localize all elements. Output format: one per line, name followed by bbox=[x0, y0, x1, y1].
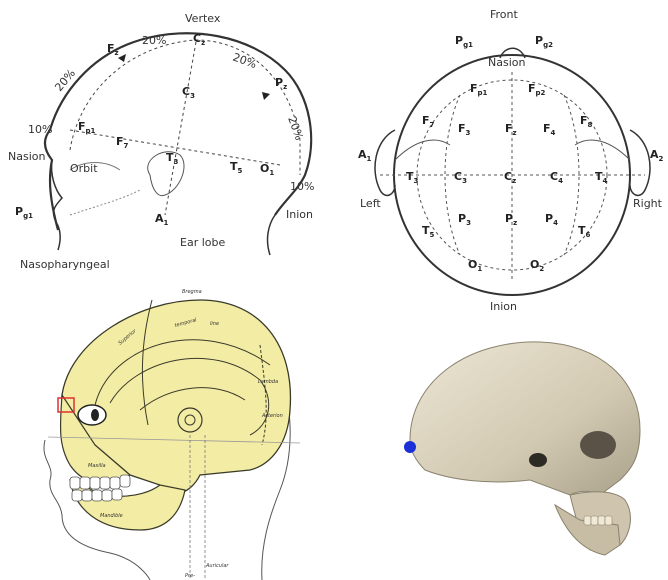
skull-cranium bbox=[410, 342, 640, 495]
electrode-t5: T5 bbox=[230, 160, 243, 175]
right-ear bbox=[630, 130, 650, 195]
electrode-a2: A2 bbox=[650, 148, 664, 163]
electrode-c3: C3 bbox=[454, 170, 467, 185]
label-inion: Inion bbox=[490, 300, 517, 313]
skull-anatomy-illustration: Bregma Superior temporal line Lambda Max… bbox=[0, 285, 330, 580]
label-nasion: Nasion bbox=[488, 56, 525, 69]
label-right: Right bbox=[633, 197, 663, 210]
electrode-p3: P3 bbox=[458, 212, 471, 227]
label-asterion: Asterion bbox=[261, 413, 283, 419]
top-view-eeg-diagram: Front Nasion Inion Left Right Pg1 Pg2 Fp… bbox=[340, 0, 668, 320]
electrode-f7: F7 bbox=[422, 114, 435, 129]
label-nasopharyngeal: Nasopharyngeal bbox=[20, 258, 110, 271]
electrode-c3: C3 bbox=[182, 85, 195, 100]
electrode-fp1: Fp1 bbox=[78, 120, 96, 135]
teeth bbox=[70, 475, 130, 501]
electrode-f4: F4 bbox=[543, 122, 556, 137]
label-lambda: Lambda bbox=[258, 379, 278, 385]
skull-photo bbox=[340, 320, 668, 580]
label-front: Front bbox=[490, 8, 519, 21]
electrode-o1: O1 bbox=[468, 258, 482, 273]
electrode-fp2: Fp2 bbox=[528, 82, 546, 97]
label-maxilla: Maxilla bbox=[88, 463, 106, 469]
left-ear bbox=[375, 130, 395, 195]
electrode-a1: A1 bbox=[155, 212, 169, 227]
coronal-line bbox=[165, 42, 196, 215]
electrode-t5: T5 bbox=[422, 224, 435, 239]
electrode-c4: C4 bbox=[550, 170, 563, 185]
electrode-pz: Pz bbox=[505, 212, 517, 227]
electrode-fp1: Fp1 bbox=[470, 82, 488, 97]
label-orbit: Orbit bbox=[70, 162, 98, 175]
ear-hole bbox=[529, 453, 547, 467]
right-temporal-curve bbox=[575, 140, 630, 160]
pct-10-right: 10% bbox=[290, 180, 314, 193]
pct-20-top-right: 20% bbox=[231, 51, 258, 72]
electrode-fz: Fz bbox=[505, 122, 517, 137]
label-line: line bbox=[210, 321, 219, 327]
electrode-p4: P4 bbox=[545, 212, 558, 227]
label-vertex: Vertex bbox=[185, 12, 221, 25]
electrode-t6: T6 bbox=[578, 224, 591, 239]
inion-marker bbox=[404, 441, 416, 453]
electrode-t4: T4 bbox=[595, 170, 608, 185]
midline-arc bbox=[70, 40, 300, 175]
electrode-a1: A1 bbox=[358, 148, 372, 163]
electrode-fz: Fz bbox=[107, 42, 119, 57]
pct-20-right: 20% bbox=[285, 115, 306, 142]
electrode-f7: F7 bbox=[116, 135, 129, 150]
electrode-pg2: Pg2 bbox=[535, 34, 553, 49]
eye-socket bbox=[580, 431, 616, 459]
label-mandible: Mandible bbox=[100, 513, 123, 519]
pct-20-top-left: 20% bbox=[142, 34, 166, 47]
electrode-f8: F8 bbox=[580, 114, 593, 129]
arrow-fz bbox=[118, 54, 126, 62]
label-auricular: Auricular bbox=[205, 563, 229, 569]
label-inion: Inion bbox=[286, 208, 313, 221]
skull-teeth bbox=[584, 516, 612, 525]
electrode-pg1: Pg1 bbox=[15, 205, 33, 220]
electrode-cz: Cz bbox=[504, 170, 516, 185]
neck-outline bbox=[268, 215, 275, 255]
label-bregma: Bregma bbox=[182, 289, 202, 295]
label-nasion: Nasion bbox=[8, 150, 45, 163]
electrode-pg1: Pg1 bbox=[455, 34, 473, 49]
label-pre: Pre- bbox=[185, 573, 195, 579]
electrode-f3: F3 bbox=[458, 122, 471, 137]
side-view-eeg-diagram: Vertex Fz Cz Pz C3 Fp1 F7 T3 T5 O1 Pg1 A… bbox=[0, 0, 330, 285]
electrode-o1: O1 bbox=[260, 162, 274, 177]
pupil bbox=[91, 409, 99, 421]
pct-10-left: 10% bbox=[28, 123, 52, 136]
arrow-pz bbox=[262, 92, 270, 100]
label-ear-lobe: Ear lobe bbox=[180, 236, 225, 249]
electrode-o2: O2 bbox=[530, 258, 544, 273]
nasopharyngeal-line bbox=[70, 190, 140, 215]
label-left: Left bbox=[360, 197, 381, 210]
electrode-pz: Pz bbox=[275, 76, 287, 91]
pct-20-left: 20% bbox=[52, 67, 78, 94]
